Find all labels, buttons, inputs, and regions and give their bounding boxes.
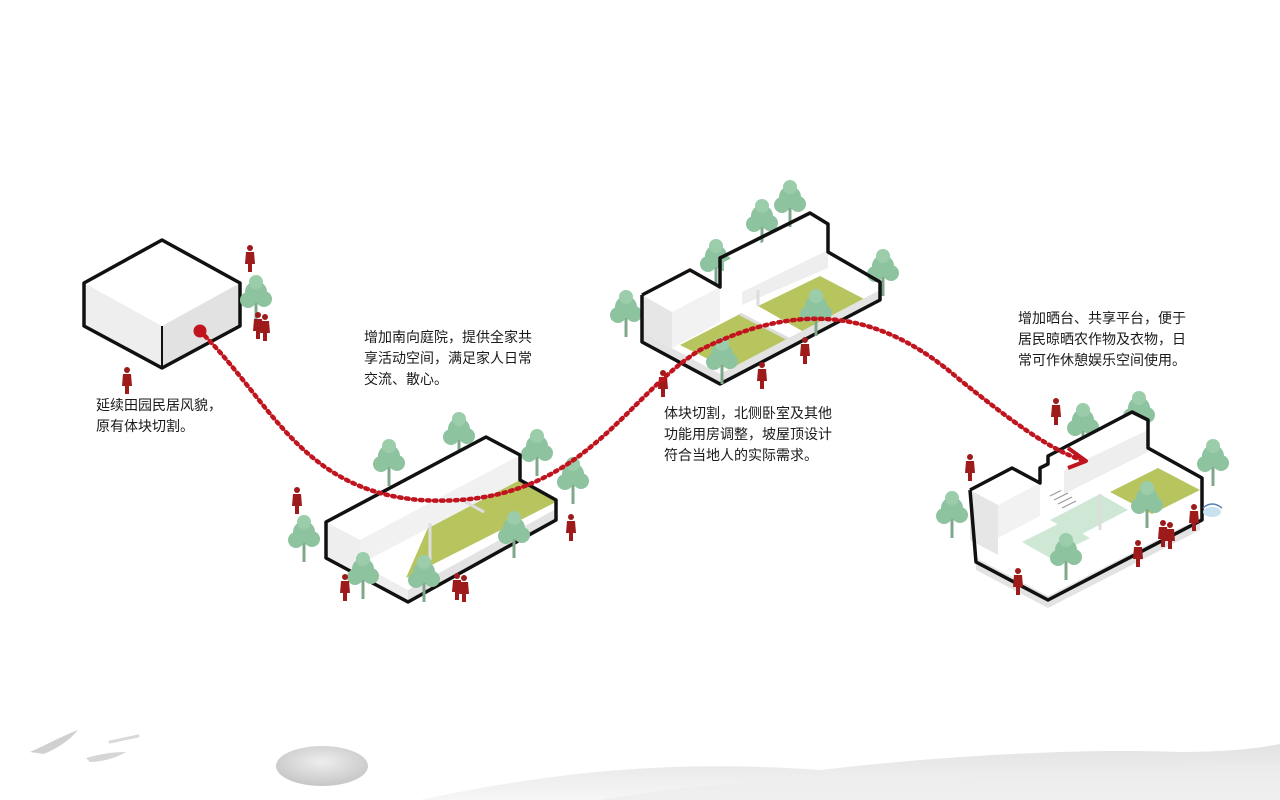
tree-icon xyxy=(521,429,553,476)
person-icon xyxy=(965,454,975,481)
stair xyxy=(1049,488,1077,509)
person-icon xyxy=(122,367,132,394)
path-arrowhead xyxy=(1066,446,1088,470)
person-icon xyxy=(459,575,469,602)
tree-icon xyxy=(373,439,405,486)
person-icon xyxy=(1051,398,1061,425)
tree-icon xyxy=(774,180,806,227)
tree-icon xyxy=(557,457,589,504)
person-icon xyxy=(566,514,576,541)
ink-decoration xyxy=(30,730,1280,800)
person-icon xyxy=(292,487,302,514)
bird-icon xyxy=(30,730,78,754)
tree-icon xyxy=(610,290,642,337)
stage1-block xyxy=(82,238,242,370)
bird-icon xyxy=(86,752,126,762)
tree-icon xyxy=(288,515,320,562)
tree-icon xyxy=(867,249,899,296)
tree-icon xyxy=(936,491,968,538)
stage3-block xyxy=(640,211,882,386)
person-icon xyxy=(245,245,255,272)
stage1-caption: 延续田园民居风貌， 原有体块切割。 xyxy=(96,398,222,435)
bird-icon xyxy=(1202,503,1223,517)
stage3-caption: 体块切割，北侧卧室及其他 功能用房调整，坡屋顶设计 符合当地人的实际需求。 xyxy=(664,406,832,464)
stone xyxy=(276,746,368,786)
path-curve xyxy=(197,316,1085,503)
stage4-block xyxy=(968,410,1204,608)
person-icon xyxy=(757,362,767,389)
progression-path xyxy=(193,316,1088,503)
stage2-caption: 增加南向庭院，提供全家共 享活动空间，满足家人日常 交流、散心。 xyxy=(364,330,532,388)
person-icon xyxy=(260,314,270,341)
stage4-caption: 增加晒台、共享平台，便于 居民晾晒农作物及衣物，日 常可作休憩娱乐空间使用。 xyxy=(1018,311,1186,369)
